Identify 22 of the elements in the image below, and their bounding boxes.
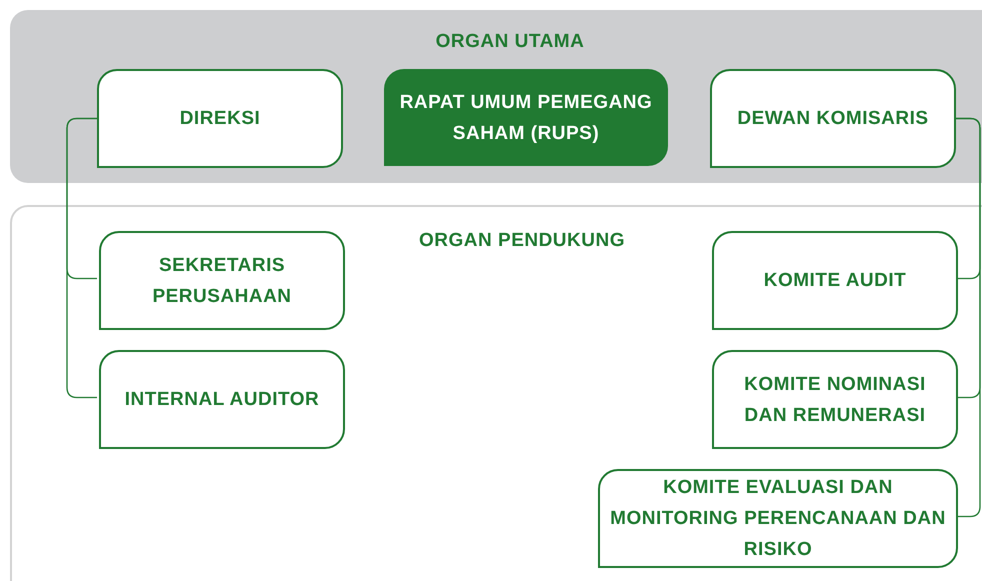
group-heading: ORGAN PENDUKUNG bbox=[419, 229, 625, 253]
group-band bbox=[10, 10, 982, 183]
box-label: RAPAT UMUM PEMEGANG SAHAM (RUPS) bbox=[398, 90, 654, 146]
box-label: INTERNAL AUDITOR bbox=[124, 388, 320, 412]
box-label: DIREKSI bbox=[180, 107, 260, 131]
box-label: KOMITE NOMINASI DAN REMUNERASI bbox=[743, 372, 927, 428]
process-box bbox=[712, 350, 958, 449]
process-box bbox=[99, 350, 345, 449]
connector-line bbox=[66, 118, 97, 398]
process-box bbox=[384, 69, 668, 166]
group-panel bbox=[10, 205, 982, 581]
connector-line bbox=[956, 118, 981, 518]
process-box bbox=[710, 69, 956, 168]
box-label: DEWAN KOMISARIS bbox=[737, 107, 929, 131]
box-label: KOMITE AUDIT bbox=[764, 269, 906, 293]
process-box bbox=[598, 469, 958, 568]
process-box bbox=[712, 231, 958, 330]
box-label: SEKRETARIS PERUSAHAAN bbox=[151, 254, 293, 308]
box-label: KOMITE EVALUASI DAN MONITORING PERENCANAAN DAN RISIKO bbox=[609, 476, 947, 562]
process-box bbox=[99, 231, 345, 330]
group-heading: ORGAN UTAMA bbox=[436, 30, 584, 54]
process-box bbox=[97, 69, 343, 168]
